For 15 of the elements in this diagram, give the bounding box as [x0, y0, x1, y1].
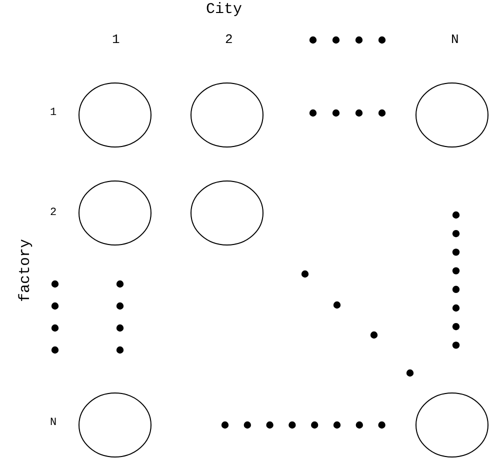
row-number: 1	[50, 108, 57, 119]
column-number: N	[451, 33, 459, 46]
row-number: N	[50, 418, 57, 429]
circle	[78, 392, 152, 458]
circle	[190, 82, 264, 148]
column-number: 2	[225, 33, 233, 46]
circle	[78, 180, 152, 246]
circle	[415, 82, 489, 148]
circle	[415, 392, 489, 458]
axis-title: City	[206, 2, 242, 17]
row-number: 2	[50, 208, 57, 219]
column-number: 1	[112, 33, 120, 46]
circle	[190, 180, 264, 246]
circle	[78, 82, 152, 148]
axis-title: factory	[18, 238, 33, 302]
